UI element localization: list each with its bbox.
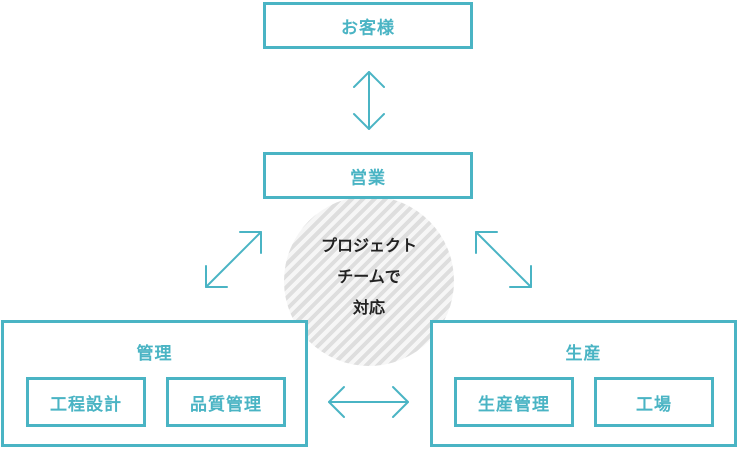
project-team-line-2: チームで [337,267,401,286]
sales-label: 営業 [350,168,386,188]
production-box: 生産 生産管理 工場 [430,320,737,447]
project-team-circle [284,196,454,366]
sales-management-arrow [205,231,262,288]
quality-control-box: 品質管理 [166,377,286,427]
production-management-label: 生産管理 [478,394,550,415]
sales-box: 営業 [263,152,473,199]
customer-sales-arrow [353,71,385,130]
customer-label: お客様 [341,18,395,38]
project-team-text: プロジェクト チームで 対応 [284,230,454,323]
production-management-box: 生産管理 [454,377,574,427]
production-label: 生産 [565,344,602,364]
project-team-line-1: プロジェクト [320,236,417,255]
management-production-arrow [328,386,409,418]
process-design-label: 工程設計 [50,394,122,415]
customer-box: お客様 [263,2,473,49]
quality-control-label: 品質管理 [190,394,262,415]
project-team-line-3: 対応 [352,298,385,317]
factory-label: 工場 [636,394,672,415]
process-design-box: 工程設計 [26,377,146,427]
sales-production-arrow [475,231,532,288]
management-box: 管理 工程設計 品質管理 [1,320,308,447]
management-label: 管理 [136,344,173,364]
factory-box: 工場 [594,377,714,427]
